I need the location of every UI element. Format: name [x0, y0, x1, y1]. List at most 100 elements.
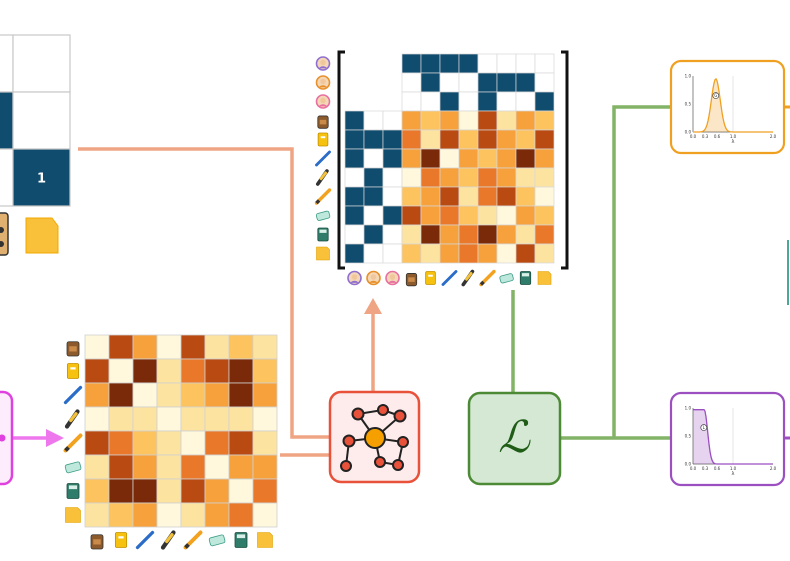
backpack-icon: [90, 534, 104, 550]
heatmap-cell: [84, 358, 110, 384]
plot-x-tick: 1.0: [730, 134, 737, 139]
marker-icon: [315, 169, 329, 186]
block-cell-item-item: [401, 129, 422, 150]
plot-x-tick: 0.0: [690, 466, 697, 471]
block-cell-user-item: [496, 53, 517, 74]
heatmap-cell: [132, 454, 158, 480]
block-cell-item-item: [496, 129, 517, 150]
calculator-icon: [317, 227, 329, 242]
heatmap-cell: [132, 502, 158, 528]
block-cell-user-item: [477, 53, 498, 74]
pencil-icon: [314, 188, 332, 205]
sticky-note-icon: [537, 271, 552, 285]
plot-marker-label: L: [703, 425, 706, 430]
user-pink-icon: [385, 270, 400, 286]
blue-pen-icon: [63, 385, 83, 405]
plot-marker: [712, 92, 720, 99]
salmon-arrowhead: [364, 298, 382, 314]
block-cell-item-item: [477, 167, 498, 188]
heatmap-cell: [132, 406, 158, 432]
block-cell-item-item: [534, 205, 555, 226]
block-cell-user-item: [401, 91, 422, 112]
calculator-button: [0, 227, 4, 233]
block-cell-item-item: [477, 148, 498, 169]
block-cell-item-item: [439, 110, 460, 131]
block-cell-empty: [364, 54, 383, 73]
heatmap-cell: [180, 382, 206, 408]
block-cell-item-item: [515, 110, 536, 131]
block-cell-item-item: [477, 205, 498, 226]
heatmap-cell: [228, 382, 254, 408]
matrix-cell: [0, 34, 14, 93]
heatmap-cell: [252, 334, 278, 360]
block-cell-item-item: [534, 186, 555, 207]
plot-x-tick: 1.0: [730, 466, 737, 471]
heatmap-cell: [228, 478, 254, 504]
block-cell-item-item: [496, 186, 517, 207]
block-cell-item-item: [401, 110, 422, 131]
block-cell-item-user: [382, 167, 403, 188]
user-purple-icon: [315, 56, 331, 71]
block-cell-item-item: [534, 224, 555, 245]
block-cell-item-user: [344, 148, 365, 169]
topleft-item-icons: [0, 212, 59, 256]
heatmap-cell: [108, 382, 134, 408]
heatmap-cell: [204, 358, 230, 384]
heatmap-cell: [132, 382, 158, 408]
block-cell-user-item: [534, 53, 555, 74]
block-cell-item-item: [420, 148, 441, 169]
heatmap-cell: [180, 334, 206, 360]
heatmap-cell: [204, 454, 230, 480]
graph-network-icon: [340, 404, 409, 472]
block-cell-item-item: [439, 186, 460, 207]
block-cell-item-item: [515, 129, 536, 150]
block-cell-user-item: [458, 91, 479, 112]
block-cell-user-item: [439, 91, 460, 112]
block-cell-item-user: [344, 110, 365, 131]
user-purple-icon: [347, 270, 362, 286]
block-cell-item-item: [420, 129, 441, 150]
block-cell-item-user: [382, 205, 403, 226]
heatmap-cell: [108, 454, 134, 480]
plot-box: [669, 59, 786, 155]
block-cell-item-item: [496, 205, 517, 226]
user-orange-icon: [315, 75, 331, 90]
matrix-brackets: [337, 50, 569, 270]
heatmap-cell: [252, 454, 278, 480]
block-cell-user-item: [515, 72, 536, 93]
block-cell-user-item: [477, 72, 498, 93]
heatmap-cell: [204, 478, 230, 504]
block-cell-user-item: [534, 91, 555, 112]
plot-x-label: λ: [732, 139, 735, 145]
matrix-cell: [12, 148, 71, 207]
pink-arrowhead: [46, 429, 64, 447]
matrix-cell: [12, 34, 71, 93]
plot-curve: [693, 409, 773, 465]
block-cell-item-user: [382, 243, 403, 264]
heatmap-cell: [204, 334, 230, 360]
item-similarity-heatmap: [84, 334, 278, 528]
block-cell-item-item: [401, 186, 422, 207]
heatmap-cell: [156, 406, 182, 432]
heatmap-cell: [84, 334, 110, 360]
heatmap-cell: [108, 478, 134, 504]
block-cell-item-user: [363, 205, 384, 226]
block-cell-empty: [345, 92, 364, 111]
block-cell-item-user: [382, 110, 403, 131]
plot-y-tick: 0.5: [685, 102, 692, 107]
backpack-icon: [317, 115, 329, 129]
block-cell-user-item: [515, 53, 536, 74]
heatmap-cell: [108, 502, 134, 528]
block-cell-item-item: [420, 167, 441, 188]
heatmap-cell: [84, 454, 110, 480]
block-cell-item-user: [363, 110, 384, 131]
plot-x-tick: 0.0: [690, 134, 697, 139]
block-cell-user-item: [420, 72, 441, 93]
block-cell-item-user: [344, 224, 365, 245]
heatmap-cell: [156, 382, 182, 408]
plot-fill: [693, 409, 773, 464]
marker-icon: [64, 409, 80, 429]
calculator-icon: [234, 532, 248, 548]
heatmap-cell: [204, 430, 230, 456]
block-cell-user-item: [401, 53, 422, 74]
